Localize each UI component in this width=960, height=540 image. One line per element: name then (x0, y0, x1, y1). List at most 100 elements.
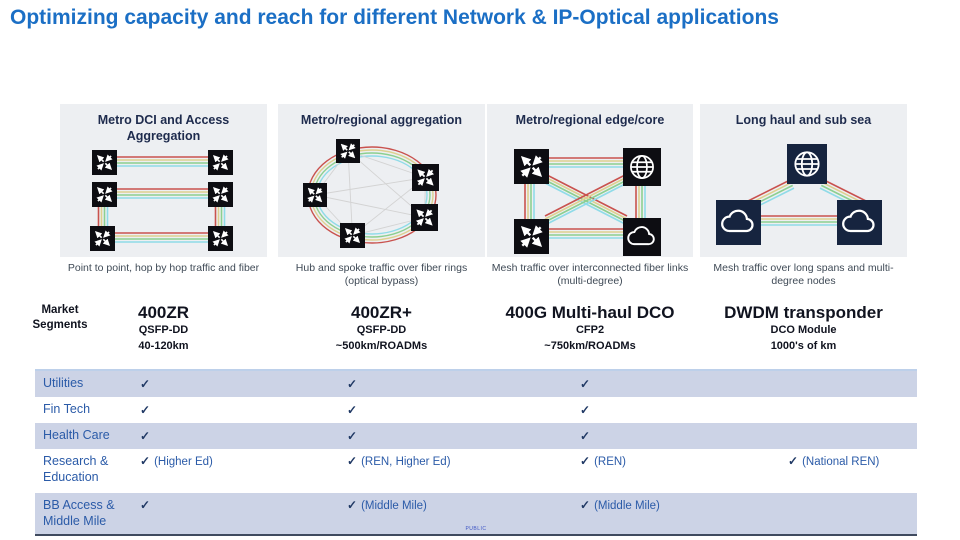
router-icon (303, 183, 327, 207)
fiber-ring-diagram (278, 104, 485, 257)
check-note: (REN, Higher Ed) (361, 456, 451, 468)
table-bottom-divider (35, 534, 917, 536)
fiber-links (524, 157, 646, 239)
check-cell: ✓(Higher Ed) (140, 454, 347, 468)
check-icon: ✓ (140, 454, 151, 468)
bypass-links (314, 150, 426, 236)
card-title: Metro/regional edge/core (515, 113, 665, 127)
table-top-divider (35, 369, 917, 371)
check-cell: ✓(REN, Higher Ed) (347, 454, 580, 468)
card-caption: Point to point, hop by hop traffic and f… (67, 262, 260, 274)
router-icon (208, 150, 233, 175)
check-icon: ✓ (347, 498, 358, 512)
cloud-icon (716, 200, 761, 245)
product-form-factor: DCO Module (770, 324, 837, 337)
check-cell: ✓ (140, 377, 347, 391)
router-icon (92, 150, 117, 175)
product-form-factor: CFP2 (575, 324, 605, 337)
check-note: (Middle Mile) (361, 500, 427, 512)
product-reach: 1000's of km (770, 340, 837, 353)
row-label: BB Access & Middle Mile (43, 498, 115, 528)
product-form-factor: QSFP-DD (356, 324, 407, 337)
table-row: Utilities ✓ ✓ ✓ (35, 371, 917, 397)
product-reach: 40-120km (138, 340, 189, 353)
check-note: (Higher Ed) (154, 456, 213, 468)
check-cell: ✓ (140, 429, 347, 443)
segment-table-body: Utilities ✓ ✓ ✓ Fin Tech ✓ ✓ ✓ Health Ca… (35, 371, 917, 534)
card-metro-dci: Metro DCI and Access Aggregation (60, 104, 267, 257)
product-400g-multihaul: 400G Multi-haul DCO CFP2 ~750km/ROADMs (487, 303, 693, 355)
product-name: DWDM transponder (724, 303, 883, 322)
product-name: 400G Multi-haul DCO (505, 303, 675, 322)
row-label: Health Care (43, 428, 110, 443)
check-cell (788, 429, 917, 443)
table-row: BB Access & Middle Mile ✓ ✓(Middle Mile)… (35, 493, 917, 534)
card-metro-regional-agg: Metro/regional aggregation (278, 104, 485, 257)
card-caption: Mesh traffic over interconnected fiber l… (491, 262, 689, 288)
market-segments-label: Market Segments (32, 304, 88, 331)
router-icon (90, 226, 115, 251)
check-icon: ✓ (347, 377, 358, 391)
cloud-icon (623, 218, 661, 256)
router-icon (336, 139, 360, 163)
check-note: (Middle Mile) (594, 500, 660, 512)
check-cell (788, 377, 917, 391)
router-icon (340, 223, 365, 248)
check-cell: ✓ (140, 403, 347, 417)
check-icon: ✓ (580, 498, 591, 512)
table-row: Research & Education ✓(Higher Ed) ✓(REN,… (35, 449, 917, 493)
check-icon: ✓ (140, 403, 151, 417)
router-icon (208, 226, 233, 251)
check-icon: ✓ (347, 403, 358, 417)
check-cell: ✓(Middle Mile) (347, 498, 580, 512)
router-icon (412, 164, 439, 191)
card-title: Metro/regional aggregation (300, 113, 463, 127)
point-to-point-diagram (60, 104, 267, 257)
product-reach: ~500km/ROADMs (335, 340, 428, 353)
check-cell: ✓ (580, 403, 788, 417)
table-row: Health Care ✓ ✓ ✓ (35, 423, 917, 449)
check-icon: ✓ (140, 429, 151, 443)
check-cell: ✓ (347, 403, 580, 417)
check-icon: ✓ (140, 498, 151, 512)
router-icon (514, 149, 549, 184)
card-caption: Hub and spoke traffic over fiber rings (… (295, 262, 468, 288)
router-icon (208, 182, 233, 207)
check-cell: ✓ (580, 377, 788, 391)
check-cell: ✓ (347, 429, 580, 443)
row-label: Fin Tech (43, 402, 91, 417)
check-cell: ✓ (347, 377, 580, 391)
check-icon: ✓ (580, 454, 591, 468)
router-icon (411, 204, 438, 231)
card-metro-regional-edge: Metro/regional edge/core (487, 104, 693, 257)
fiber-links (97, 156, 226, 243)
product-reach: ~750km/ROADMs (544, 340, 636, 353)
check-cell (788, 403, 917, 417)
globe-icon (787, 144, 827, 184)
card-title: Long haul and sub sea (735, 113, 872, 127)
triangle-diagram (716, 144, 882, 245)
product-name: 400ZR (137, 303, 190, 322)
check-cell: ✓(REN) (580, 454, 788, 468)
check-icon: ✓ (347, 429, 358, 443)
check-cell: ✓(National REN) (788, 454, 917, 468)
product-400zr: 400ZR QSFP-DD 40-120km (60, 303, 267, 355)
row-label: Research & Education (43, 454, 109, 484)
card-long-haul: Long haul and sub sea (700, 104, 907, 257)
check-cell: ✓(Middle Mile) (580, 498, 788, 512)
classification-label: PUBLIC (465, 526, 487, 532)
check-icon: ✓ (347, 454, 358, 468)
table-row: Fin Tech ✓ ✓ ✓ (35, 397, 917, 423)
page-title: Optimizing capacity and reach for differ… (10, 6, 779, 29)
check-cell (788, 498, 917, 512)
router-icon (514, 219, 549, 254)
router-icon (92, 182, 117, 207)
check-cell: ✓ (140, 498, 347, 512)
check-icon: ✓ (140, 377, 151, 391)
row-label: Utilities (43, 376, 84, 391)
segment-table: Utilities ✓ ✓ ✓ Fin Tech ✓ ✓ ✓ Health Ca… (35, 369, 917, 536)
check-icon: ✓ (788, 454, 799, 468)
check-note: (REN) (594, 456, 627, 468)
product-dwdm-transponder: DWDM transponder DCO Module 1000's of km (700, 303, 907, 355)
product-400zr-plus: 400ZR+ QSFP-DD ~500km/ROADMs (278, 303, 485, 355)
